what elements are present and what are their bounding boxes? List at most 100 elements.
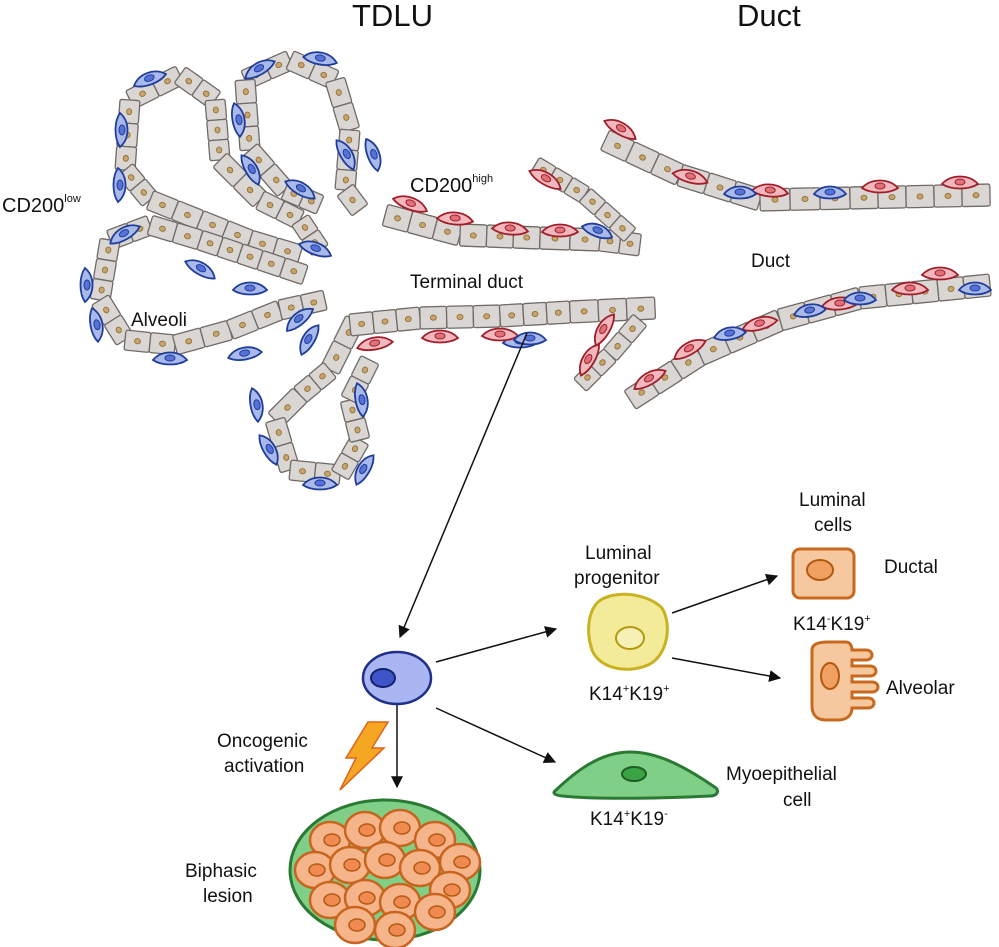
luminal-cell: [332, 101, 360, 134]
biphasic-lesion: [288, 798, 482, 947]
cd200-low-cell: [512, 331, 548, 346]
luminal-cell: [371, 308, 399, 335]
luminal-cell: [348, 311, 375, 337]
cd200-high-cell: [540, 223, 580, 238]
lesion-cell: [328, 845, 372, 885]
cd200-low-cell: [226, 346, 264, 361]
cd200-low-cell: [109, 224, 141, 245]
myoepithelial-cell: [552, 750, 720, 800]
luminal-cell: [351, 355, 379, 385]
cd200-low-cell: [244, 59, 276, 80]
progenitor-marker-label: K14+K19+: [589, 683, 670, 705]
terminal-branch-2: [573, 314, 647, 392]
cd200-low-cell: [231, 101, 246, 139]
title-tdlu: TDLU: [352, 0, 433, 33]
luminal-cell: [279, 257, 309, 285]
luminal-cell: [196, 230, 224, 257]
cd200-low-cell: [240, 154, 261, 186]
arrow-to-myoepithelial: [435, 707, 557, 764]
cd200-high-cell: [890, 281, 930, 296]
luminal-cell: [204, 98, 228, 122]
cd200-low-cell: [249, 386, 264, 424]
lightning-bolt-icon: [339, 721, 390, 791]
myoepithelial-label-1: Myoepithelial: [726, 764, 837, 785]
luminal-cell: [172, 327, 206, 355]
cd200-low-cell: [231, 281, 269, 296]
cd200-low-cell: [301, 476, 339, 491]
luminal-progenitor-label-1: Luminal: [585, 543, 652, 564]
tissue-structures: [79, 50, 993, 491]
luminal-cell: [459, 223, 488, 248]
cd200-low-cell: [112, 166, 127, 204]
lesion-cell: [373, 910, 417, 947]
cd200-high-cell: [603, 119, 637, 140]
cd200-low-cell: [713, 326, 748, 341]
myoepithelial-marker-label: K14+K19-: [590, 808, 668, 830]
lesion-cell: [378, 808, 422, 848]
duct-upper: [600, 130, 991, 212]
cd200-high-cell: [435, 211, 475, 226]
luminal-cell: [395, 306, 422, 332]
lesion-cell: [398, 848, 442, 888]
cd200-low-cell: [812, 185, 848, 200]
oncogenic-label-1: Oncogenic: [217, 731, 308, 752]
luminal-cells-label-2: cells: [814, 515, 852, 536]
luminal-cell: [123, 329, 152, 353]
cd200-low-cell: [89, 306, 104, 344]
cd200-high-cell: [528, 169, 562, 190]
luminal-cell: [609, 215, 636, 242]
cd200-low-cell: [132, 70, 168, 88]
luminal-cell: [568, 299, 600, 324]
arrow-to-progenitor: [435, 626, 558, 663]
luminal-cell: [905, 184, 935, 209]
cd200-high-cell: [355, 336, 395, 351]
arrow-to-stem-cell: [398, 332, 528, 639]
luminal-cell: [148, 332, 177, 356]
lesion-cell: [333, 905, 377, 945]
cd200-low-cell: [301, 51, 339, 66]
cd200-low-cell: [299, 324, 320, 356]
biphasic-label-1: Biphasic: [185, 861, 257, 882]
cd200-high-cell: [741, 316, 779, 332]
luminal-cell: [472, 304, 501, 329]
cd200-high-cell: [391, 195, 429, 213]
terminal-duct-lower: [348, 296, 657, 337]
luminal-cell: [419, 305, 448, 330]
cd200-low-cell: [722, 185, 758, 200]
luminal-cell: [146, 190, 179, 220]
luminal-cell: [226, 310, 259, 340]
cd200-low-cell: [151, 351, 189, 366]
luminal-cell: [445, 305, 475, 329]
cd200-high-cell: [671, 169, 709, 185]
arrow-to-ductal: [671, 573, 779, 614]
cd200-high-cell: [920, 266, 960, 281]
alveolar-cell: [810, 640, 880, 722]
cd200-low-cell: [184, 259, 216, 280]
cd200-low-cell: [258, 434, 279, 466]
cd200-high-cell: [480, 327, 520, 342]
alveolar-label: Alveolar: [886, 678, 955, 699]
luminal-progenitor-label-2: progenitor: [574, 568, 660, 589]
terminal-duct-label: Terminal duct: [410, 272, 524, 293]
luminal-progenitor-cell: [587, 592, 669, 671]
luminal-cell: [288, 459, 317, 483]
biphasic-label-2: lesion: [203, 886, 253, 907]
luminal-cell: [93, 258, 117, 282]
lesion-cell: [413, 892, 457, 932]
stem-cell: [361, 650, 433, 706]
cd200-low-cell: [842, 291, 878, 306]
cd200-low-cell: [354, 454, 375, 486]
lobule-4: [265, 315, 379, 486]
alveoli-label: Alveoli: [131, 310, 187, 331]
cd200-low-cell: [286, 307, 315, 332]
cd200-low-cell: [79, 266, 94, 304]
ductal-cell: [791, 547, 856, 600]
cd200-low-cell: [580, 222, 614, 240]
cd200-high-cell: [594, 313, 615, 347]
lobule-2-inner: [234, 78, 324, 215]
luminal-cell: [234, 78, 258, 105]
luminal-cell: [255, 191, 285, 219]
luminal-cell: [406, 210, 439, 240]
luminal-cell: [146, 215, 179, 243]
